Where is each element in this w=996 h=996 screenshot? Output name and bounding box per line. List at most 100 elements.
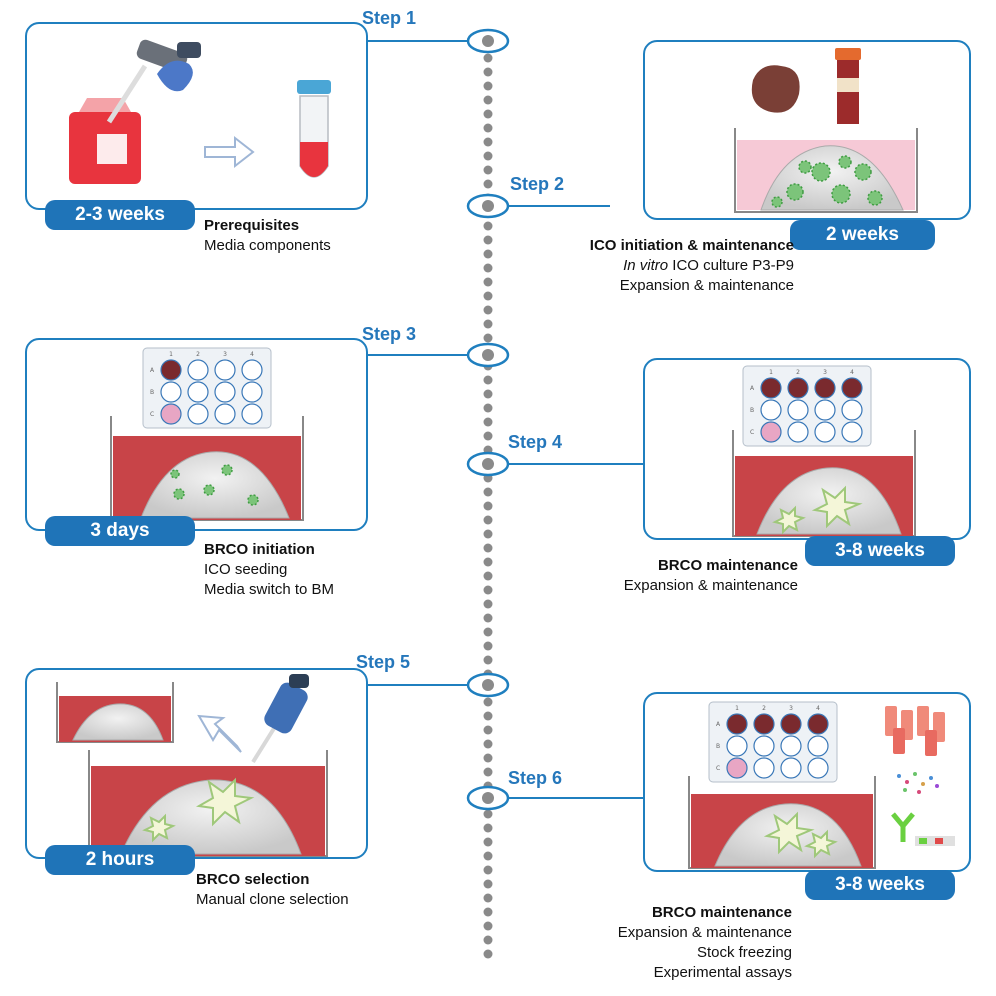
tube-icon <box>297 80 331 178</box>
timeline-dot <box>483 697 493 707</box>
timeline-dot <box>483 95 493 105</box>
antibody-icon <box>891 812 915 842</box>
step-3-line-1: ICO seeding <box>204 561 288 578</box>
timeline-dot <box>483 753 493 763</box>
timeline-dot <box>483 767 493 777</box>
timeline-dot <box>483 571 493 581</box>
timeline-dot <box>483 277 493 287</box>
plate-column-label: 4 <box>816 705 820 712</box>
timeline-dot <box>483 109 493 119</box>
plate-well <box>160 403 182 425</box>
tissue-sample-icon <box>751 65 800 113</box>
plate-row-label: C <box>150 411 154 418</box>
organoids <box>771 155 883 208</box>
timeline-dot <box>483 333 493 343</box>
step-3-label: Step 3 <box>362 324 417 344</box>
step-1-illustration <box>69 39 331 184</box>
plate-row-label: C <box>716 765 720 772</box>
timeline-dot <box>483 249 493 259</box>
plate-well <box>780 757 802 779</box>
step-1-text: Prerequisites Media components <box>204 216 331 256</box>
step-2-title: ICO initiation & maintenance <box>589 237 794 254</box>
step-2-label: Step 2 <box>510 174 565 194</box>
step-1-panel <box>25 22 368 210</box>
timeline-dot <box>483 501 493 511</box>
plate-well <box>814 399 836 421</box>
timeline-dot <box>483 907 493 917</box>
timeline-dot <box>483 263 493 273</box>
plate-well <box>787 399 809 421</box>
timeline-dot <box>483 543 493 553</box>
timeline-dot <box>483 179 493 189</box>
timeline-dot <box>483 935 493 945</box>
step-3-duration: 3 days <box>45 516 195 546</box>
timeline-dot <box>483 557 493 567</box>
plate-well <box>187 403 209 425</box>
timeline-dot <box>483 137 493 147</box>
timeline-dot <box>483 655 493 665</box>
timeline-dot <box>483 417 493 427</box>
plate-well <box>807 757 829 779</box>
multichannel-pipette-icon <box>251 674 309 764</box>
timeline-dot <box>483 403 493 413</box>
plate-well <box>787 421 809 443</box>
connector-lines <box>368 40 645 799</box>
step-6-line-3: Experimental assays <box>653 964 792 981</box>
step-5-title: BRCO selection <box>196 871 310 888</box>
scatter-plot-icon <box>897 772 939 794</box>
timeline-dot <box>483 599 493 609</box>
media-bottle-icon <box>69 98 141 184</box>
step-5-panel <box>25 668 368 859</box>
step-1-label: Step 1 <box>362 8 417 28</box>
step-2-illustration <box>734 48 918 213</box>
plate-well <box>241 359 263 381</box>
plate-column-label: 1 <box>769 369 773 376</box>
timeline-dot <box>483 291 493 301</box>
timeline-dot <box>483 529 493 539</box>
plate-well <box>241 381 263 403</box>
plate-row-label: C <box>750 429 754 436</box>
timeline-dot <box>483 585 493 595</box>
step-5-text: BRCO selection Manual clone selection <box>196 870 349 910</box>
step-5-label: Step 5 <box>356 652 411 672</box>
plate-well <box>160 359 182 381</box>
plate-column-label: 3 <box>789 705 793 712</box>
plate-well <box>187 381 209 403</box>
step-2-line-1: In vitro ICO culture P3-P9 <box>623 257 794 274</box>
step-3-title: BRCO initiation <box>204 541 315 558</box>
step-5-illustration <box>56 674 328 857</box>
step-6-text: BRCO maintenance Expansion & maintenance… <box>560 903 792 983</box>
timeline-dot <box>483 851 493 861</box>
pipette-icon <box>106 39 201 124</box>
timeline-dot <box>483 487 493 497</box>
timeline-dot <box>483 221 493 231</box>
step-1-duration: 2-3 weeks <box>45 200 195 230</box>
timeline-dot <box>483 949 493 959</box>
timeline-dot <box>483 319 493 329</box>
step-4-label: Step 4 <box>508 432 563 452</box>
step-3-text: BRCO initiation ICO seeding Media switch… <box>204 540 334 600</box>
step-6-duration: 3-8 weeks <box>805 870 955 900</box>
plate-well <box>760 421 782 443</box>
plate-well <box>787 377 809 399</box>
plate-well <box>160 381 182 403</box>
step-4-duration: 3-8 weeks <box>805 536 955 566</box>
plate-well <box>807 713 829 735</box>
plate-row-label: A <box>716 721 721 728</box>
plate-well <box>214 359 236 381</box>
timeline-dot <box>483 305 493 315</box>
plate-well <box>726 757 748 779</box>
plate-well <box>841 421 863 443</box>
stock-tubes-icon <box>885 706 945 756</box>
timeline-dot <box>483 431 493 441</box>
plate-well <box>726 735 748 757</box>
plate-well <box>780 735 802 757</box>
plate-well <box>841 377 863 399</box>
timeline-dot <box>483 123 493 133</box>
timeline-dot <box>483 81 493 91</box>
plate-well <box>241 403 263 425</box>
